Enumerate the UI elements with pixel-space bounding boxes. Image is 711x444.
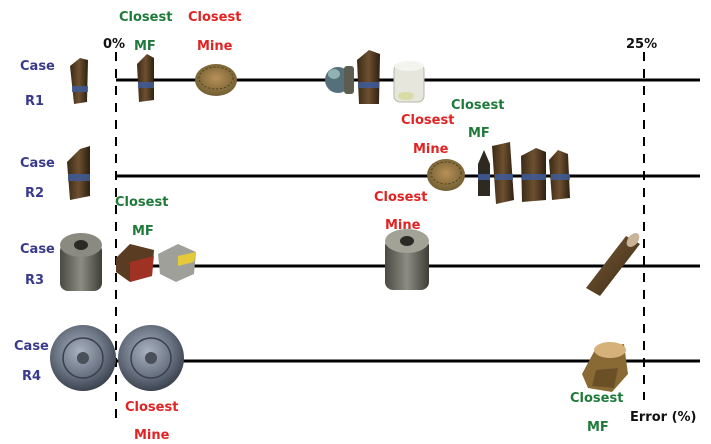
- r1-white-cylinder: [393, 61, 425, 103]
- r1-closest-mine-word: Closest: [188, 10, 241, 25]
- case-label-r2: Case R2: [20, 156, 55, 201]
- r4-mine-disc: [118, 325, 184, 391]
- r2-cartridge-mf: [492, 142, 514, 204]
- r2-cartridge-b: [521, 148, 546, 202]
- case-r1-id: R1: [25, 94, 44, 109]
- case-r4-id: R4: [22, 369, 41, 384]
- r4-query-disc: [50, 325, 116, 391]
- r3-grey-cube: [158, 244, 196, 282]
- r2-bullet: [478, 150, 490, 196]
- r3-closest-mine-word: Closest: [374, 190, 427, 205]
- r4-closest-mf-word: Closest: [570, 391, 623, 406]
- r3-tube: [586, 232, 640, 296]
- r1-closest-mf-word: Closest: [119, 10, 172, 25]
- r3-closest-mf-word: Closest: [115, 195, 168, 210]
- max-percent-label: 25%: [626, 37, 657, 52]
- case-r3-word: Case: [20, 242, 55, 257]
- r4-closest-mine-tag: Mine: [134, 428, 170, 443]
- case-r1-word: Case: [20, 59, 55, 74]
- r1-query-cartridge: [70, 58, 88, 104]
- r1-cartridge-mf: [137, 54, 154, 102]
- zero-percent-label: 0%: [103, 37, 125, 52]
- r3-closest-mine-tag: Mine: [385, 218, 421, 233]
- r1-mine-disc: [195, 64, 237, 96]
- case-label-r1: Case R1: [20, 59, 55, 109]
- r4-closest-mf-tag: MF: [587, 420, 609, 435]
- case-label-r4: Case R4: [14, 339, 49, 384]
- r4-closest-mine-word: Closest: [125, 400, 178, 415]
- error-axis-label: Error (%): [630, 410, 696, 425]
- r3-closest-mf-tag: MF: [132, 224, 154, 239]
- r3-red-cube: [116, 244, 154, 282]
- r4-brass-can: [582, 342, 628, 392]
- case-r2-word: Case: [20, 156, 55, 171]
- r1-closest-mine-tag: Mine: [197, 39, 233, 54]
- case-r3-id: R3: [25, 273, 44, 288]
- r2-closest-mine-tag: Mine: [413, 142, 449, 157]
- r2-query-cartridge: [67, 146, 90, 200]
- r1-small-canister: [325, 66, 354, 94]
- r3-query-cylinder: [60, 233, 102, 291]
- r1-cartridge: [357, 50, 380, 104]
- r2-mine-disc: [427, 159, 465, 191]
- r2-closest-mf-word: Closest: [451, 98, 504, 113]
- r2-closest-mine-word: Closest: [401, 113, 454, 128]
- r3-grey-cylinder: [385, 229, 429, 290]
- r1-closest-mf-tag: MF: [134, 39, 156, 54]
- r2-cartridge-c: [549, 150, 570, 200]
- case-r2-id: R2: [25, 186, 44, 201]
- case-label-r3: Case R3: [20, 242, 55, 288]
- case-r4-word: Case: [14, 339, 49, 354]
- r2-closest-mf-tag: MF: [468, 126, 490, 141]
